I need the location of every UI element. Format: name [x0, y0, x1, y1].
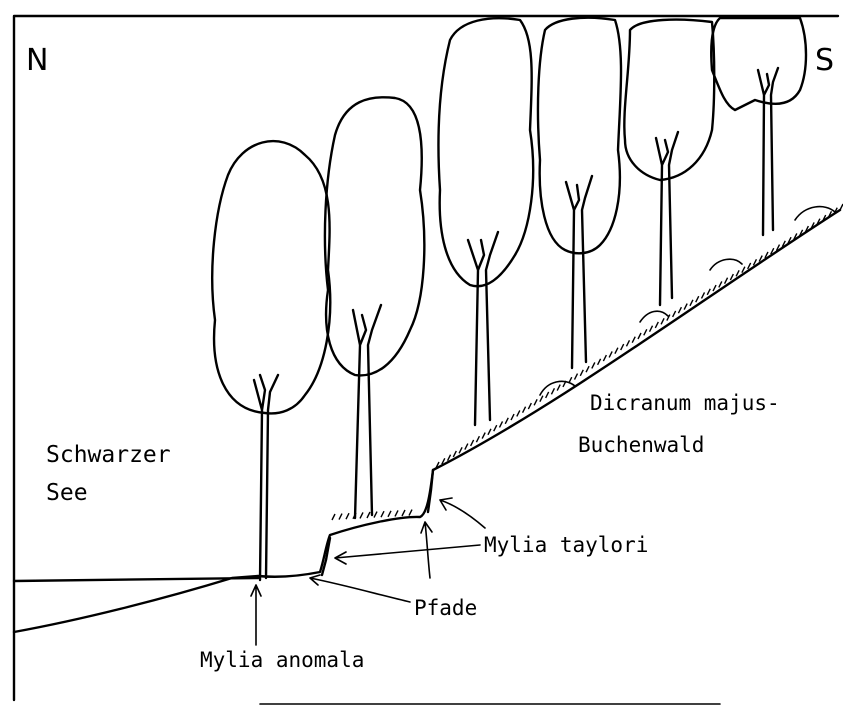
tree-crown-6: [711, 18, 806, 110]
moss-hatch-mark: [621, 344, 624, 350]
moss-hatch-mark: [719, 281, 722, 287]
tree-crown-5: [624, 20, 714, 180]
tree-trunk-4: [566, 176, 592, 368]
tree-crown-4: [538, 18, 621, 254]
label-lake-line2: See: [46, 480, 88, 506]
moss-hatch-mark: [615, 348, 618, 354]
moss-hatch-mark: [488, 429, 491, 435]
moss-step-right: [428, 470, 433, 512]
moss-hatch-mark: [678, 307, 681, 313]
moss-hatch-mark: [517, 410, 520, 416]
label-forest-line2: Buchenwald: [578, 433, 704, 457]
label-pfade: Pfade: [414, 596, 477, 620]
compass-south: S: [815, 43, 834, 78]
compass-north: N: [26, 43, 48, 78]
moss-hatch-mark: [409, 510, 412, 516]
tree-crown-2: [325, 97, 424, 375]
moss-hatch-mark: [367, 512, 370, 518]
moss-hatch-mark: [540, 396, 543, 402]
moss-hatch-mark: [523, 407, 526, 413]
moss-hatch-mark: [701, 292, 704, 298]
moss-hatch-mark: [499, 421, 502, 427]
tree-crown-3: [438, 18, 533, 286]
moss-hatch-mark: [684, 304, 687, 310]
moss-hatch-mark: [632, 337, 635, 343]
moss-hatch-mark: [346, 513, 349, 519]
arrow-mylia-taylori-1: [440, 498, 485, 528]
tree-crown-1: [212, 141, 330, 413]
tree-trunk-2: [353, 305, 381, 518]
ground-profile: [14, 210, 840, 632]
moss-hatch-mark: [696, 296, 699, 302]
moss-hatch-mark: [388, 511, 391, 517]
moss-hatch-mark: [360, 512, 363, 518]
tree-trunk-1: [254, 375, 278, 580]
label-mylia-anomala: Mylia anomala: [200, 648, 364, 672]
moss-hatch-mark: [482, 433, 485, 439]
moss-hatch-mark: [603, 355, 606, 361]
arrow-mylia-anomala: [251, 585, 261, 645]
moss-hatch-mark: [476, 436, 479, 442]
moss-hatch-mark: [402, 510, 405, 516]
moss-hatch-mark: [546, 392, 549, 398]
label-forest-line1: Dicranum majus-: [590, 391, 780, 415]
moss-hatch-mark: [661, 318, 664, 324]
moss-hatch-mark: [528, 403, 531, 409]
moss-hatch-mark: [626, 340, 629, 346]
moss-hatch-mark: [742, 267, 745, 273]
moss-hatch-mark: [580, 370, 583, 376]
moss-hatch-mark: [339, 514, 342, 520]
moss-hatch-mark: [690, 300, 693, 306]
tree-trunk-5: [656, 132, 678, 305]
moss-hatch-mark: [707, 289, 710, 295]
label-lake-line1: Schwarzer: [46, 442, 171, 468]
moss-hatch-mark: [736, 270, 739, 276]
moss-hatch-mark: [395, 510, 398, 516]
tree-trunk-6: [758, 68, 778, 235]
slope-mound: [710, 259, 742, 270]
moss-hatch-mark: [598, 359, 601, 365]
moss-hatch-mark: [673, 311, 676, 317]
slope-mound: [540, 381, 575, 395]
moss-hatch-mark: [609, 351, 612, 357]
moss-hatch-mark: [459, 447, 462, 453]
moss-hatch-mark: [586, 366, 589, 372]
moss-hatch-mark: [644, 329, 647, 335]
moss-hatch-mark: [453, 451, 456, 457]
moss-hatch-mark: [494, 425, 497, 431]
moss-hatch-mark: [465, 444, 468, 450]
moss-hatch-mark: [638, 333, 641, 339]
moss-hatch-mark: [725, 278, 728, 284]
moss-hatch-mark: [655, 322, 658, 328]
moss-hatch-mark: [332, 514, 335, 520]
moss-hatch-mark: [471, 440, 474, 446]
moss-hatch-mark: [592, 362, 595, 368]
moss-hatch-mark: [650, 326, 653, 332]
moss-hatch-mark: [730, 274, 733, 280]
moss-hatch-mark: [551, 388, 554, 394]
moss-hatch-mark: [713, 285, 716, 291]
moss-hatch-mark: [575, 374, 578, 380]
moss-hatch-mark: [505, 418, 508, 424]
arrow-pfade-1: [310, 575, 410, 602]
moss-hatch-mark: [534, 399, 537, 405]
moss-hatch-mark: [557, 385, 560, 391]
moss-hatch-mark: [374, 512, 377, 518]
arrow-mylia-taylori-2: [335, 545, 480, 564]
moss-hatch-mark: [381, 511, 384, 517]
moss-hatch-mark: [511, 414, 514, 420]
label-mylia-taylori: Mylia taylori: [484, 533, 648, 557]
tree-trunk-3: [468, 232, 498, 425]
